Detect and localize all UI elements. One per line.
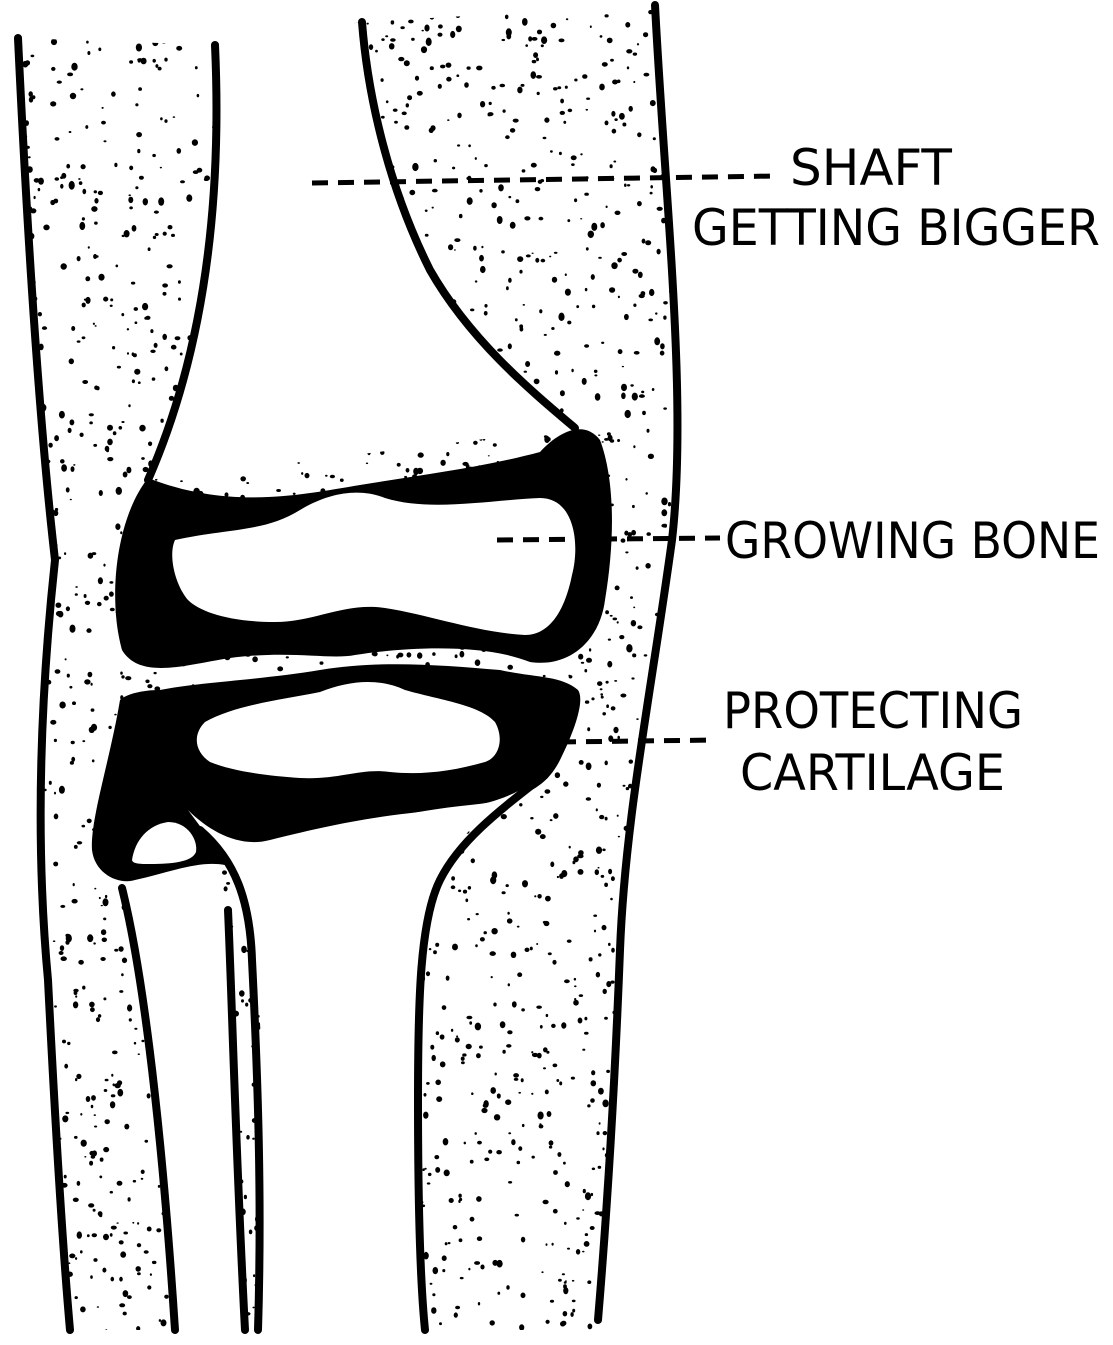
growing-bone-leader-line (497, 538, 720, 540)
shaft-label-line2: GETTING BIGGER (692, 199, 1100, 257)
cartilage-label-line2: CARTILAGE (740, 744, 1005, 802)
shaft-label-line1: SHAFT (790, 139, 952, 197)
growing-bone-label: GROWING BONE (725, 512, 1100, 570)
cartilage-label-line1: PROTECTING (723, 682, 1023, 740)
